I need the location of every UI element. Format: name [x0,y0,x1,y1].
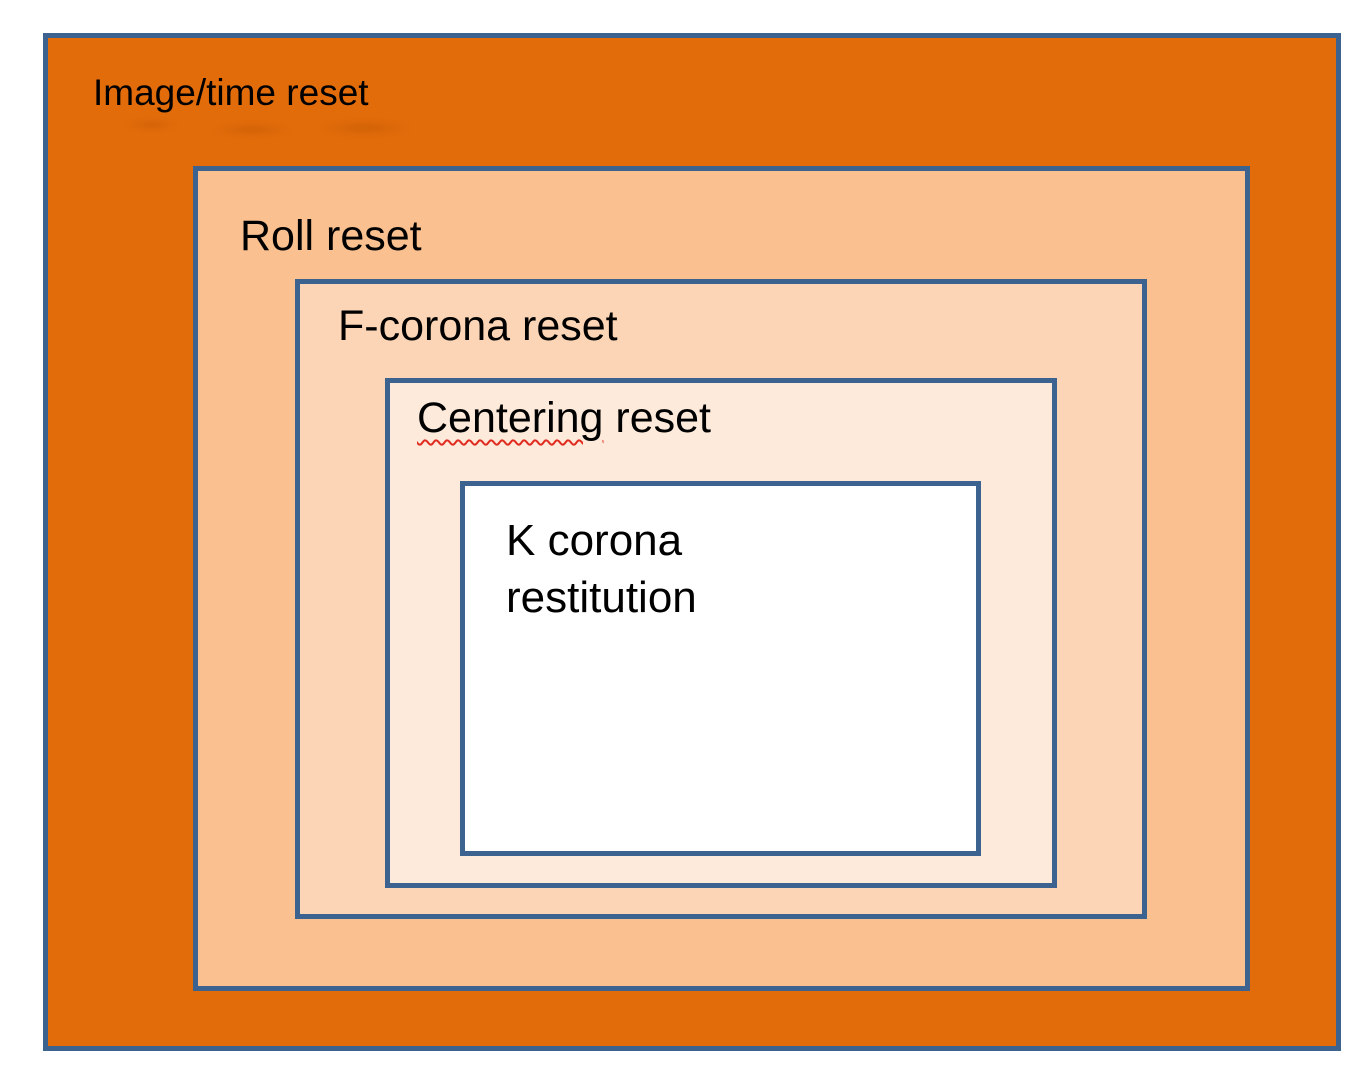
level-box-image-time-reset: Image/time reset Roll reset F-corona res… [43,33,1341,1051]
level-label-k-corona-restitution: K corona restitution [506,516,697,623]
ghost-text-artifact [115,112,420,144]
level-label-centering-reset: Centering reset [417,394,711,443]
level-label-image-time-reset: Image/time reset [93,72,369,113]
centering-word-spellcheck-underline: Centering [417,394,604,442]
level-box-centering-reset: Centering reset K corona restitution [385,378,1057,888]
level-box-f-corona-reset: F-corona reset Centering reset K corona … [295,279,1147,919]
level-label-f-corona-reset: F-corona reset [338,302,618,350]
centering-label-suffix: reset [603,394,711,442]
level-box-roll-reset: Roll reset F-corona reset Centering rese… [193,166,1250,991]
level-label-roll-reset: Roll reset [240,212,422,260]
level-box-k-corona-restitution: K corona restitution [460,481,981,856]
